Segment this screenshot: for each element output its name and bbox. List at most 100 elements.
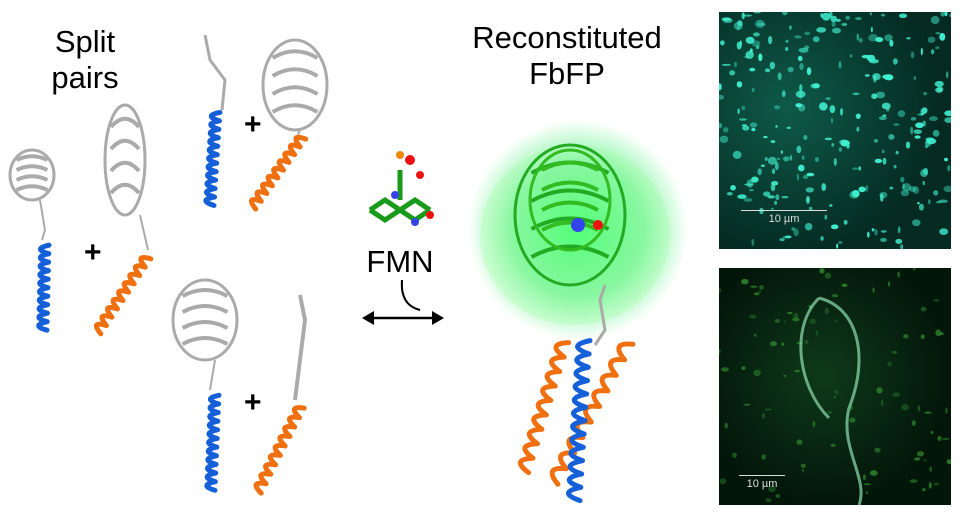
cell: [770, 140, 776, 144]
domain: [261, 38, 329, 132]
cell: [775, 125, 778, 128]
fmn-bound: [571, 218, 585, 232]
cell: [858, 37, 863, 43]
strand: [181, 288, 229, 298]
cell: [719, 478, 727, 485]
cell: [824, 307, 830, 315]
cell: [903, 334, 909, 339]
cell: [851, 189, 860, 198]
cell: [806, 67, 812, 76]
plus-sign: +: [244, 386, 262, 419]
cell: [913, 457, 921, 461]
cell: [924, 411, 932, 414]
cell: [876, 387, 883, 394]
cell: [819, 268, 825, 274]
cell: [856, 33, 860, 41]
cell: [922, 459, 927, 462]
fmn-bound: [593, 220, 603, 230]
cell: [737, 20, 743, 27]
cell: [874, 228, 878, 236]
cell: [726, 191, 733, 196]
cell: [935, 31, 941, 35]
cell: [776, 157, 781, 160]
strand: [109, 138, 141, 151]
scale-bar-label: 10 µm: [746, 478, 778, 490]
cell: [759, 207, 764, 215]
cell: [768, 35, 773, 45]
cell: [941, 437, 950, 440]
cell: [871, 228, 875, 232]
scale-bar: 10 µm: [739, 475, 785, 490]
cell: [722, 17, 733, 24]
cell: [901, 404, 909, 411]
cell: [824, 272, 832, 279]
fmn-label: FMN: [366, 244, 434, 279]
cell: [770, 207, 774, 210]
cell: [749, 314, 757, 319]
strand: [109, 160, 141, 173]
cell: [783, 320, 787, 323]
cell: [885, 107, 890, 112]
cell: [902, 183, 912, 192]
cell: [906, 37, 911, 40]
cell: [935, 46, 940, 50]
cell: [917, 113, 923, 116]
fbfp-text: FbFP: [529, 56, 605, 91]
cell: [794, 369, 800, 373]
cell: [917, 450, 924, 457]
helix: [253, 405, 307, 496]
cell: [737, 194, 747, 199]
cell: [840, 139, 850, 147]
cell: [862, 474, 867, 481]
cell: [873, 139, 878, 143]
cell: [913, 129, 922, 135]
cell: [789, 25, 792, 30]
cell: [836, 243, 839, 249]
cell: [749, 67, 756, 72]
cell: [831, 143, 835, 147]
cell: [753, 32, 760, 37]
cell: [803, 134, 808, 141]
cell: [882, 74, 893, 80]
cell: [796, 145, 802, 154]
cell: [721, 367, 729, 372]
cell: [911, 420, 916, 427]
cell: [775, 494, 781, 498]
strand: [181, 304, 229, 314]
strand: [541, 200, 599, 212]
cell: [751, 238, 755, 247]
cell: [777, 72, 782, 81]
strand: [541, 180, 599, 192]
cell: [928, 481, 932, 489]
cell: [741, 12, 745, 20]
cell: [797, 164, 805, 172]
loop: [593, 284, 607, 346]
cell: [794, 35, 802, 39]
cell: [897, 110, 906, 118]
cell: [858, 186, 866, 193]
cell: [812, 83, 820, 89]
cell: [781, 90, 786, 98]
cell: [841, 22, 848, 26]
cell: [855, 113, 861, 119]
helix: [549, 341, 636, 487]
strand: [271, 67, 319, 78]
cell: [719, 135, 729, 143]
cell: [733, 61, 738, 68]
domain: [528, 148, 612, 252]
cell: [868, 34, 879, 42]
cell: [887, 361, 893, 367]
cell: [799, 63, 804, 71]
cell: [927, 199, 931, 205]
cell: [753, 333, 757, 337]
cell: [897, 271, 900, 278]
cell: [835, 18, 841, 22]
cell: [840, 108, 844, 116]
cell: [771, 180, 779, 186]
cell: [913, 76, 916, 81]
cell: [749, 122, 758, 128]
loop: [209, 359, 216, 391]
cell: [764, 68, 771, 73]
cell: [793, 313, 799, 320]
